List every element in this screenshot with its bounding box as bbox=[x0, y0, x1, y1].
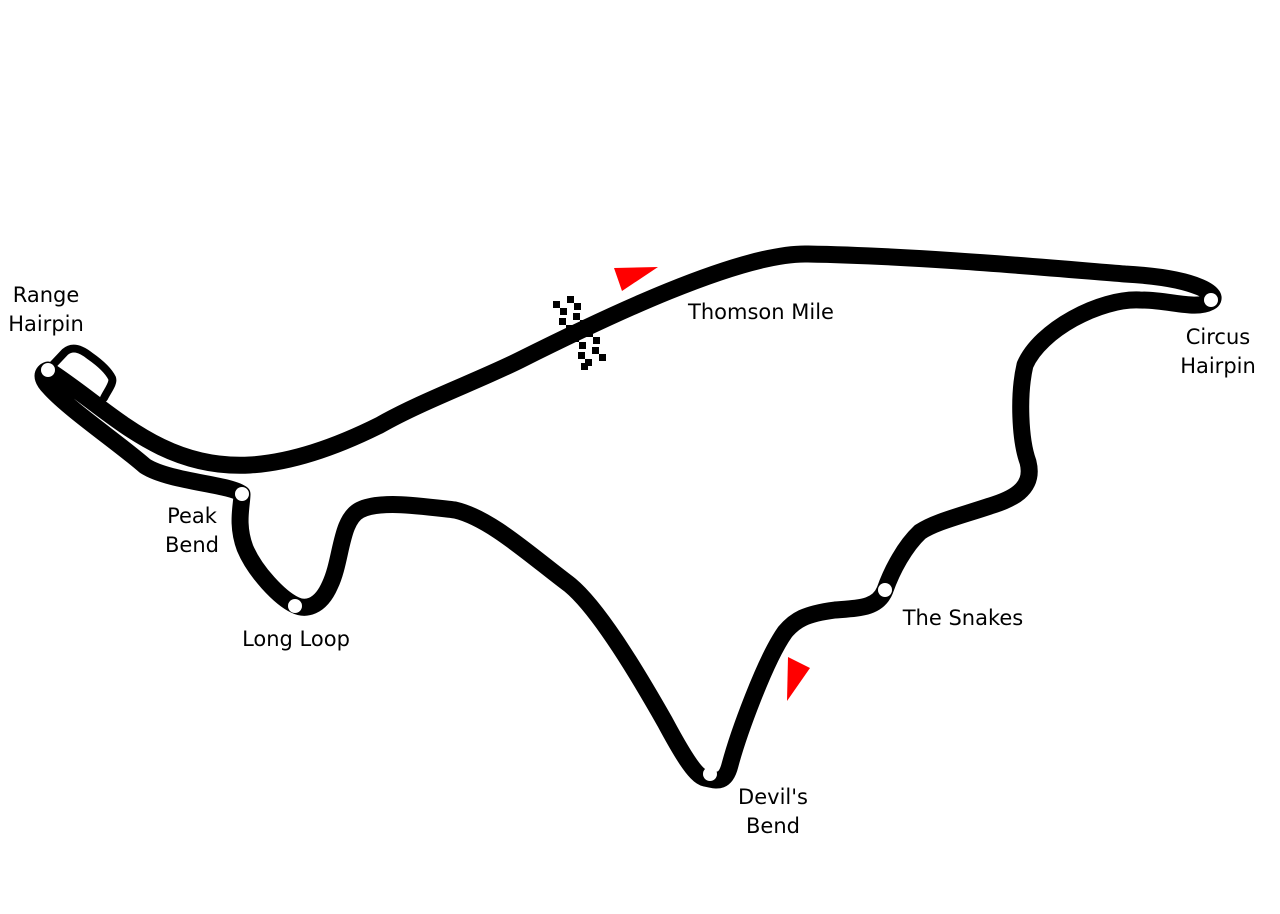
corner-marker-devils-bend bbox=[703, 767, 717, 781]
track-range-loop bbox=[44, 344, 117, 402]
track-main-loop bbox=[34, 245, 1222, 789]
corner-marker-the-snakes bbox=[878, 583, 892, 597]
corner-marker-range-hairpin bbox=[41, 363, 55, 377]
label-the-snakes: The Snakes bbox=[902, 606, 1024, 630]
label-range-hairpin-line2: Hairpin bbox=[8, 312, 84, 336]
corner-marker-circus-hairpin bbox=[1204, 293, 1218, 307]
label-peak-bend-line2: Bend bbox=[165, 533, 219, 557]
label-devils-bend-line2: Bend bbox=[746, 814, 800, 838]
label-circus-hairpin-line2: Hairpin bbox=[1180, 354, 1256, 378]
label-range-hairpin-line1: Range bbox=[13, 283, 80, 307]
label-peak-bend-line1: Peak bbox=[167, 504, 218, 528]
label-devils-bend-line1: Devil's bbox=[738, 785, 808, 809]
corner-marker-peak-bend bbox=[235, 487, 249, 501]
direction-arrow-icon bbox=[787, 657, 810, 701]
direction-arrow-icon bbox=[614, 267, 658, 291]
label-thomson-mile: Thomson Mile bbox=[687, 300, 834, 324]
label-circus-hairpin-line1: Circus bbox=[1186, 325, 1250, 349]
start-finish-flag-icon bbox=[553, 296, 606, 370]
corner-marker-long-loop bbox=[288, 599, 302, 613]
label-long-loop: Long Loop bbox=[242, 627, 350, 651]
